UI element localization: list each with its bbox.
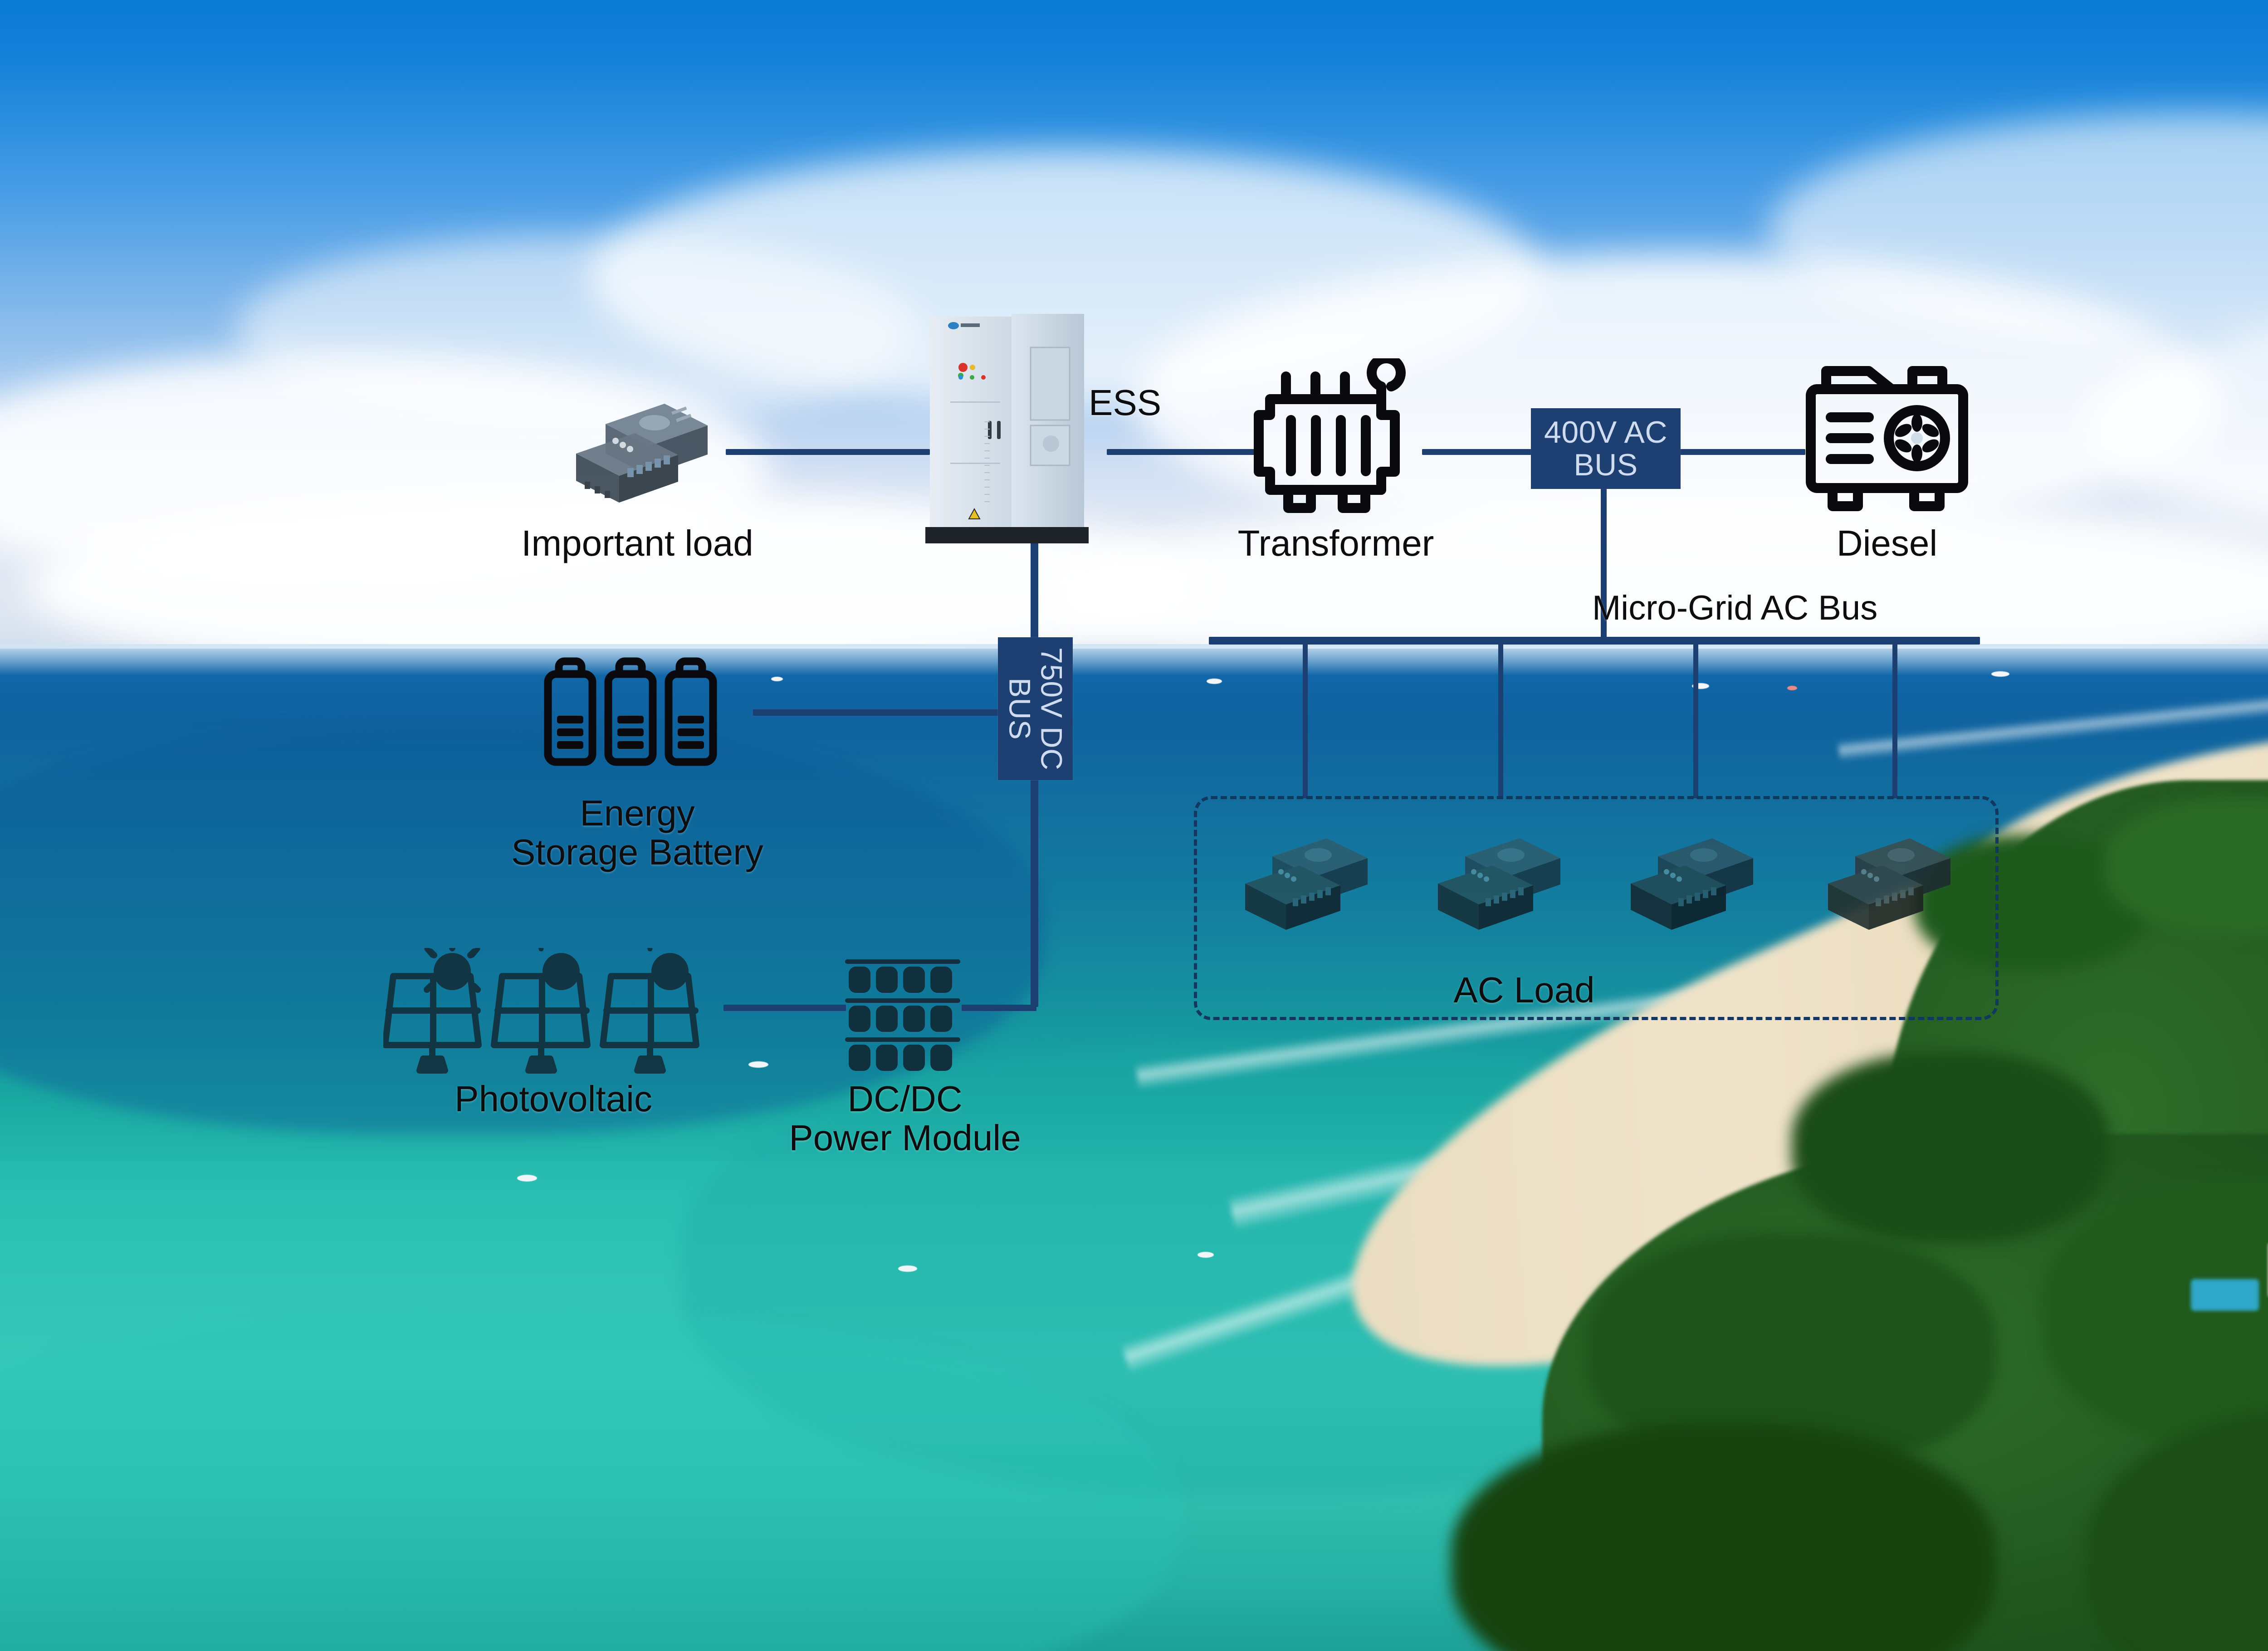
ac-load-drop-3: [1693, 642, 1698, 798]
boat: [517, 1175, 537, 1182]
transformer-icon: [1245, 353, 1427, 535]
label-ess: ESS: [1089, 382, 1162, 423]
link-ac-bus-to-diesel: [1678, 449, 1805, 455]
power-module-icon: [837, 955, 968, 1077]
label-transformer: Transformer: [1237, 523, 1434, 563]
ac-load-drop-2: [1498, 642, 1503, 798]
boat: [898, 1265, 917, 1272]
label-energy-storage-battery: Energy Storage Battery: [511, 793, 763, 873]
link-pv-to-dcdc: [723, 1005, 846, 1011]
water-tone: [0, 1315, 1179, 1651]
ac-load-server-2: [1422, 835, 1572, 948]
battery-bank-icon: [535, 653, 739, 771]
link-ess-to-dc-bus: [1031, 542, 1038, 646]
solar-panel-icon: [382, 939, 728, 1084]
label-diesel: Diesel: [1836, 523, 1938, 563]
link-dcdc-to-dc-bus: [962, 1005, 1036, 1011]
tree-cluster: [1792, 1052, 2109, 1243]
boat: [1207, 679, 1222, 684]
boat: [1198, 1252, 1214, 1258]
link-ess-to-transformer: [1107, 449, 1261, 455]
link-dc-bus-to-dcdc: [1031, 771, 1038, 1007]
ac-load-group-box: [1194, 796, 1999, 1020]
tree-cluster: [1452, 1424, 1996, 1651]
pool: [2191, 1279, 2259, 1311]
ac-load-server-4: [1812, 835, 1962, 948]
boat: [771, 677, 783, 681]
micro-grid-ac-bus-bar: [1209, 637, 1980, 645]
label-ac-load: AC Load: [1453, 970, 1595, 1010]
server-rack-icon: [551, 399, 723, 513]
label-micro-grid-ac-bus: Micro-Grid AC Bus: [1592, 589, 1878, 627]
link-ac-bus-to-microgrid-bus: [1601, 488, 1607, 644]
boat: [1787, 686, 1797, 690]
ac-load-drop-1: [1303, 642, 1308, 798]
link-important-load-to-ess: [726, 449, 930, 455]
label-photovoltaic: Photovoltaic: [455, 1079, 652, 1119]
boat: [1991, 671, 2009, 677]
link-transformer-to-ac-bus: [1422, 449, 1535, 455]
label-dcdc-power-module: DC/DC Power Module: [789, 1079, 1021, 1158]
bus-750v-dc[interactable]: 750V DC BUS: [998, 637, 1073, 780]
label-important-load: Important load: [521, 523, 753, 563]
ac-load-server-1: [1229, 835, 1379, 948]
bus-400v-ac[interactable]: 400V AC BUS: [1531, 408, 1681, 489]
ess-cabinet-icon: [916, 304, 1098, 558]
link-battery-to-dc-bus: [753, 709, 1007, 716]
ac-load-drop-4: [1892, 642, 1897, 798]
diesel-generator-icon: [1801, 363, 1973, 517]
ac-load-server-3: [1615, 835, 1765, 948]
boat: [748, 1061, 768, 1068]
horizon-haze: [0, 644, 2268, 676]
